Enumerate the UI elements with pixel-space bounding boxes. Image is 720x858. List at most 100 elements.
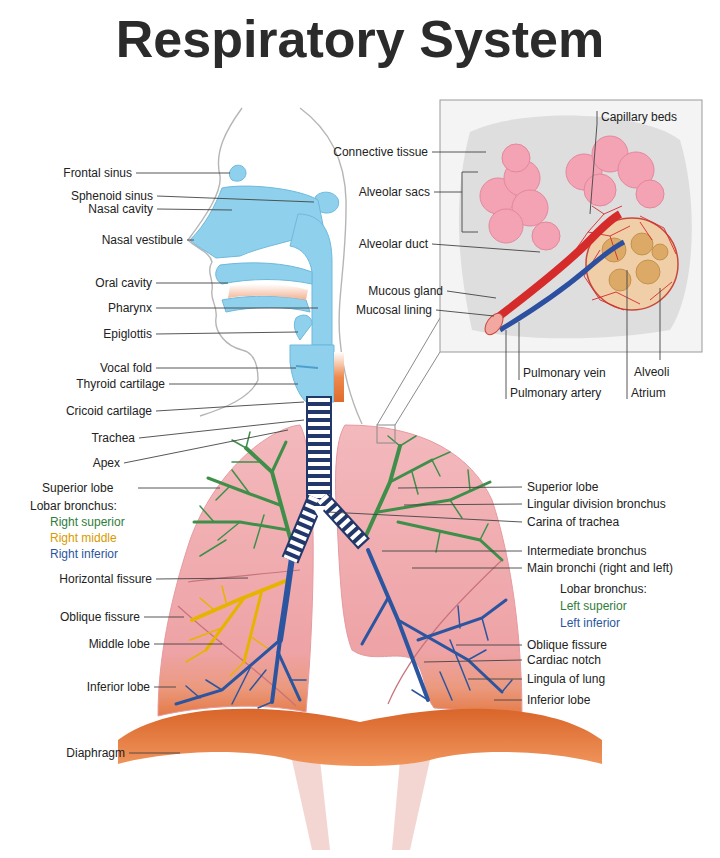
part-label: Apex — [93, 456, 120, 470]
part-label: Mucosal lining — [356, 303, 432, 317]
leader-lines-part — [156, 402, 304, 411]
bronchus-key-label: Right superior — [50, 515, 125, 529]
diagram-title: Respiratory System — [0, 8, 720, 70]
diaphragm-part — [292, 760, 330, 850]
oral-cavity-part — [296, 366, 318, 368]
leader-lines-part — [447, 291, 496, 298]
trachea-part — [306, 396, 332, 500]
upper-airway-part — [229, 165, 246, 181]
zoom-marker-part — [377, 425, 395, 443]
part-label: Pulmonary vein — [523, 366, 606, 380]
leader-lines-part — [157, 196, 314, 202]
part-label: Oral cavity — [95, 276, 152, 290]
part-label: Cricoid cartilage — [66, 404, 152, 418]
right-superior-bronchi — [194, 432, 294, 556]
leader-lines-part — [129, 753, 180, 754]
leader-lines-part — [468, 679, 522, 680]
head-outline-part — [188, 108, 258, 416]
upper-airway-part — [216, 263, 312, 284]
trachea-part — [312, 506, 326, 518]
leader-lines-part — [456, 645, 522, 646]
part-label: Main bronchi (right and left) — [527, 561, 673, 575]
alveoli-inset-part-part — [652, 244, 668, 260]
part-label: Diaphragm — [66, 746, 125, 760]
alveoli-inset-part-part — [636, 260, 660, 284]
alveoli-inset-part — [459, 116, 692, 339]
left-superior-bronchi-part — [364, 446, 400, 540]
leader-lines-part — [124, 430, 288, 463]
alveoli-inset-part-part — [609, 269, 631, 291]
left-superior-bronchi-part — [388, 436, 488, 552]
diaphragm-part — [392, 760, 430, 850]
leader-lines-part — [432, 152, 486, 153]
right-inferior-bronchi-part — [278, 652, 300, 700]
part-label: Oblique fissure — [60, 610, 140, 624]
part-label: Lobar bronchus: — [30, 499, 117, 513]
part-label: Horizontal fissure — [59, 572, 152, 586]
alveoli-inset-part — [500, 242, 624, 330]
upper-airway-part — [222, 296, 310, 312]
leader-lines-part — [434, 172, 478, 232]
upper-airway-part — [294, 315, 312, 340]
right-middle-bronchi-part — [186, 586, 270, 676]
alveoli-inset-part-part — [636, 180, 664, 208]
lungs-part — [336, 425, 522, 716]
right-inferior-bronchi-part — [280, 558, 292, 640]
part-label: Connective tissue — [333, 145, 428, 159]
leader-lines-part — [156, 578, 248, 579]
right-middle-bronchi-part — [206, 598, 244, 650]
part-label: Superior lobe — [527, 480, 598, 494]
leader-lines-part — [404, 504, 522, 505]
bronchus-key-label: Right inferior — [50, 547, 118, 561]
bronchus-key-label: Left inferior — [560, 616, 620, 630]
leader-lines-part — [412, 568, 522, 569]
part-label: Thyroid cartilage — [76, 377, 165, 391]
leader-lines-part — [156, 332, 298, 334]
right-inferior-bronchi — [176, 558, 306, 708]
leader-lines-part — [136, 173, 230, 174]
right-middle-bronchi — [186, 580, 288, 676]
zoom-marker-part — [395, 352, 440, 425]
leader-lines-part — [169, 384, 298, 385]
trachea-part — [322, 498, 364, 544]
leader-lines-part — [590, 111, 597, 214]
leader-lines-part — [156, 283, 228, 284]
part-label: Inferior lobe — [527, 693, 590, 707]
part-label: Lobar bronchus: — [560, 582, 647, 596]
part-label: Mucous gland — [368, 284, 443, 298]
left-superior-bronchi-part — [378, 482, 490, 512]
bronchus-key-label: Left superior — [560, 599, 627, 613]
oral-cavity-part — [228, 284, 308, 300]
alveoli-inset-part-part — [584, 174, 616, 206]
part-label: Pulmonary artery — [510, 386, 601, 400]
leader-lines-part — [660, 288, 661, 360]
trachea-part — [322, 498, 364, 544]
right-middle-bronchi-part — [192, 580, 288, 620]
part-label: Nasal vestibule — [102, 233, 183, 247]
left-inferior-bronchi-part — [412, 606, 512, 700]
leader-lines-part — [506, 330, 507, 399]
right-inferior-bronchi-part — [186, 668, 306, 708]
right-inferior-bronchi-part — [272, 640, 280, 702]
leader-lines-part — [154, 644, 222, 645]
part-label: Nasal cavity — [88, 202, 153, 216]
part-label: Lingula of lung — [527, 672, 605, 686]
alveoli-inset-part — [481, 310, 506, 338]
right-superior-bronchi-part — [208, 478, 280, 505]
zoom-marker-part — [377, 318, 440, 425]
left-inferior-bronchi-part — [362, 598, 388, 644]
leader-lines-part — [156, 308, 318, 309]
leader-lines-part — [436, 310, 494, 316]
alveoli-inset-part-part — [532, 222, 560, 250]
leader-lines-part — [494, 700, 522, 701]
left-superior-bronchi — [364, 436, 502, 560]
leader-lines-part — [382, 551, 522, 552]
leader-lines-part — [432, 244, 540, 252]
part-label: Sphenoid sinus — [71, 189, 153, 203]
part-label: Vocal fold — [100, 361, 152, 375]
right-middle-bronchi-part — [244, 590, 262, 662]
part-label: Epiglottis — [103, 327, 152, 341]
part-label: Alveolar duct — [359, 237, 428, 251]
